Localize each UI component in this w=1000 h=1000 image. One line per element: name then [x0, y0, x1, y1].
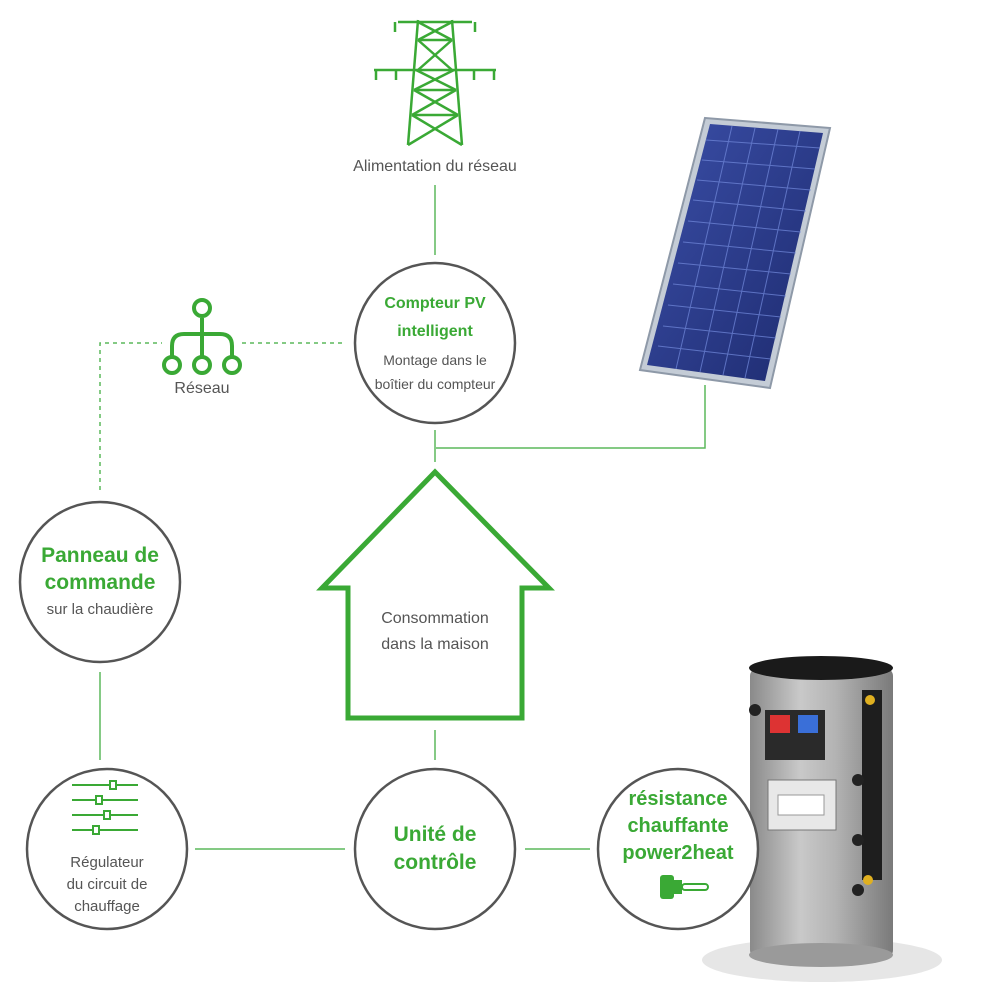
- house-label: Consommation dans la maison: [335, 606, 535, 658]
- network-label: Réseau: [174, 380, 230, 397]
- heater-title-1: résistance: [628, 787, 728, 810]
- control-unit-title-2: contrôle: [393, 851, 477, 874]
- heater-circle: [596, 767, 760, 931]
- house-label-line-2: dans la maison: [381, 636, 489, 653]
- connection-lines: [99, 185, 706, 850]
- sliders-icon: [72, 780, 138, 835]
- heater-title-3: power2heat: [622, 841, 734, 864]
- control-unit-node: Unité de contrôle: [355, 769, 515, 929]
- control-unit-title-1: Unité de: [393, 823, 477, 846]
- regulator-label-line-3: chauffage: [74, 898, 140, 915]
- grid-supply-label: Alimentation du réseau: [353, 158, 517, 175]
- control-panel-sub: sur la chaudière: [46, 601, 154, 618]
- control-panel-circle: [18, 500, 182, 664]
- dashed-line-panel-network: [99, 342, 162, 490]
- smart-meter-sub-1: Montage dans le: [383, 352, 487, 368]
- line-solar-meter: [436, 385, 706, 449]
- smart-meter-title-1: Compteur PV: [384, 295, 486, 312]
- network-hub-icon: [162, 298, 242, 375]
- solar-panel-icon: [638, 116, 832, 390]
- regulator-label-line-1: Régulateur: [70, 854, 144, 871]
- house-outline-icon: [316, 468, 555, 721]
- control-panel-title-1: Panneau de: [41, 544, 159, 567]
- smart-meter-title-2: intelligent: [397, 323, 473, 340]
- regulator-label-line-2: du circuit de: [66, 876, 148, 893]
- smart-meter-sub-2: boîtier du compteur: [374, 376, 496, 392]
- regulator-label: Régulateur du circuit de chauffage: [27, 852, 187, 918]
- control-panel-title-2: commande: [44, 571, 156, 594]
- heating-element-icon: [660, 875, 709, 899]
- smart-meter-node: Compteur PV intelligent Montage dans le …: [355, 263, 515, 423]
- storage-tank-icon: [702, 656, 942, 982]
- power-pylon-icon: [374, 19, 496, 147]
- regulator-circle: [25, 767, 189, 931]
- control-unit-circle: [353, 767, 517, 931]
- heater-node: résistance chauffante power2heat: [598, 784, 758, 868]
- control-panel-node: Panneau de commande sur la chaudière: [20, 502, 180, 662]
- smart-meter-circle: [353, 261, 517, 425]
- house-label-line-1: Consommation: [381, 610, 489, 627]
- heater-title-2: chauffante: [627, 814, 729, 837]
